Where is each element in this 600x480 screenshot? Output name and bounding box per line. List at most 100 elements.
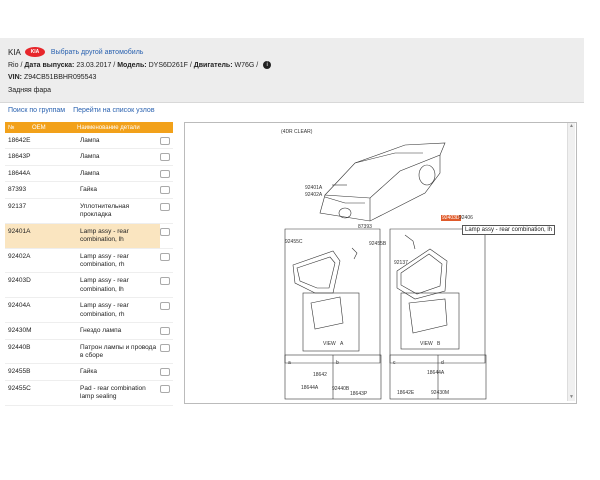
eye-icon	[160, 153, 170, 162]
parts-diagram[interactable]: (4DR CLEAR)	[184, 122, 577, 404]
part-number: 18642E	[8, 137, 31, 144]
header-oem: OEM	[32, 124, 46, 131]
change-car-link[interactable]: Выбрать другой автомобиль	[50, 48, 144, 56]
parts-table-header: № OEM Наименование детали	[5, 122, 173, 133]
part-name: Лампа	[80, 169, 100, 177]
view-part-button[interactable]	[160, 224, 170, 248]
label-18643p[interactable]: 18643P	[350, 391, 368, 397]
eye-icon	[160, 137, 170, 145]
view-part-button[interactable]	[160, 199, 170, 223]
view-part-button[interactable]	[160, 381, 170, 405]
part-name: Лампа	[80, 153, 100, 161]
nav-links: Поиск по группам Перейти на список узлов	[8, 107, 161, 114]
parts-table-row[interactable]: 92404A Lamp assy - rear combination, rh	[5, 298, 173, 324]
view-part-button[interactable]	[160, 149, 170, 164]
part-number: 92455C	[8, 384, 31, 392]
eye-icon	[160, 368, 170, 377]
part-tooltip: Lamp assy - rear combination, lh	[462, 225, 556, 235]
view-part-button[interactable]	[160, 340, 170, 364]
header-name: Наименование детали	[77, 124, 140, 131]
label-92440b[interactable]: 92440B	[332, 386, 350, 392]
model-value: DYS6D261F	[148, 61, 188, 69]
view-part-button[interactable]	[160, 298, 170, 322]
parts-table-row[interactable]: 92455B Гайка	[5, 364, 173, 381]
callout-c: c	[393, 360, 396, 366]
part-name: Патрон лампы и провода в сборе	[80, 343, 157, 359]
parts-table-row[interactable]: 18644A Лампа	[5, 166, 173, 183]
label-92455b[interactable]: 92455B	[369, 241, 387, 247]
view-part-button[interactable]	[160, 133, 170, 148]
part-number: 18644A	[8, 169, 31, 177]
car-outline	[319, 142, 446, 222]
kia-logo: KIA	[24, 47, 45, 57]
part-number: 92401A	[5, 223, 72, 248]
parts-table-row[interactable]: 92440B Патрон лампы и провода в сборе	[5, 340, 173, 365]
engine-label: Двигатель:	[193, 61, 233, 69]
label-18642e[interactable]: 18642E	[397, 390, 415, 396]
view-part-button[interactable]	[160, 364, 170, 379]
view-part-button[interactable]	[160, 273, 170, 297]
view-part-button[interactable]	[160, 249, 170, 273]
info-icon[interactable]: i	[263, 61, 272, 69]
part-number: 92403D	[8, 277, 31, 285]
view-part-button[interactable]	[160, 166, 170, 181]
car-model-name: Rio	[8, 61, 19, 69]
part-number: 92430M	[8, 327, 32, 335]
label-92430m[interactable]: 92430M	[431, 390, 450, 396]
label-92455c[interactable]: 92455C	[285, 239, 303, 245]
view-part-button[interactable]	[160, 323, 170, 338]
view-b-label: B	[437, 341, 441, 347]
search-groups-link[interactable]: Поиск по группам	[8, 107, 66, 114]
scroll-down-arrow-icon[interactable]: ▼	[569, 394, 574, 400]
connector-line	[351, 247, 358, 260]
brand-name: KIA	[8, 47, 21, 57]
eye-icon	[160, 169, 170, 178]
label-18644a-right[interactable]: 18644A	[427, 370, 445, 376]
label-87393[interactable]: 87393	[358, 224, 372, 230]
part-name: Гайка	[80, 368, 98, 376]
engine-value: W76G	[234, 61, 255, 69]
part-number: 92440B	[8, 343, 31, 351]
diagram-caption: (4DR CLEAR)	[281, 129, 313, 135]
header-num: №	[8, 124, 15, 131]
eye-icon	[160, 302, 170, 311]
eye-icon	[160, 343, 170, 352]
connector-line-right	[404, 234, 416, 250]
brand-row: KIA KIA Выбрать другой автомобиль	[8, 46, 143, 58]
highlighted-label[interactable]: 92403D	[441, 215, 461, 221]
node-list-link[interactable]: Перейти на список узлов	[73, 107, 155, 114]
label-18644a[interactable]: 18644A	[301, 385, 319, 391]
part-name: Lamp assy - rear combination, rh	[80, 302, 129, 318]
label-92402a[interactable]: 92402A	[305, 192, 323, 198]
right-lamp-group	[389, 228, 487, 400]
label-18642[interactable]: 18642	[313, 372, 327, 378]
diagram-scrollbar[interactable]: ▲ ▼	[567, 123, 575, 401]
label-92403d[interactable]: 92403D	[441, 215, 461, 221]
label-92406[interactable]: 92406	[459, 215, 473, 221]
part-number: 92455B	[8, 368, 31, 376]
part-number: 92404A	[8, 302, 31, 310]
diagram-svg: (4DR CLEAR)	[281, 129, 487, 400]
label-92137[interactable]: 92137	[394, 260, 408, 266]
eye-icon	[160, 186, 170, 195]
vin-row: VIN: Z94CB51BBHR095543	[8, 74, 96, 81]
section-title: Задняя фара	[8, 87, 52, 94]
view-left-label: VIEW	[323, 341, 336, 347]
eye-icon	[160, 327, 170, 336]
car-details-row: Rio / Дата выпуска: 23.03.2017 / Модель:…	[8, 61, 272, 69]
view-part-button[interactable]	[160, 182, 170, 197]
label-92401a[interactable]: 92401A	[305, 185, 323, 191]
car-info-header	[0, 38, 584, 103]
scroll-up-arrow-icon[interactable]: ▲	[569, 123, 574, 129]
